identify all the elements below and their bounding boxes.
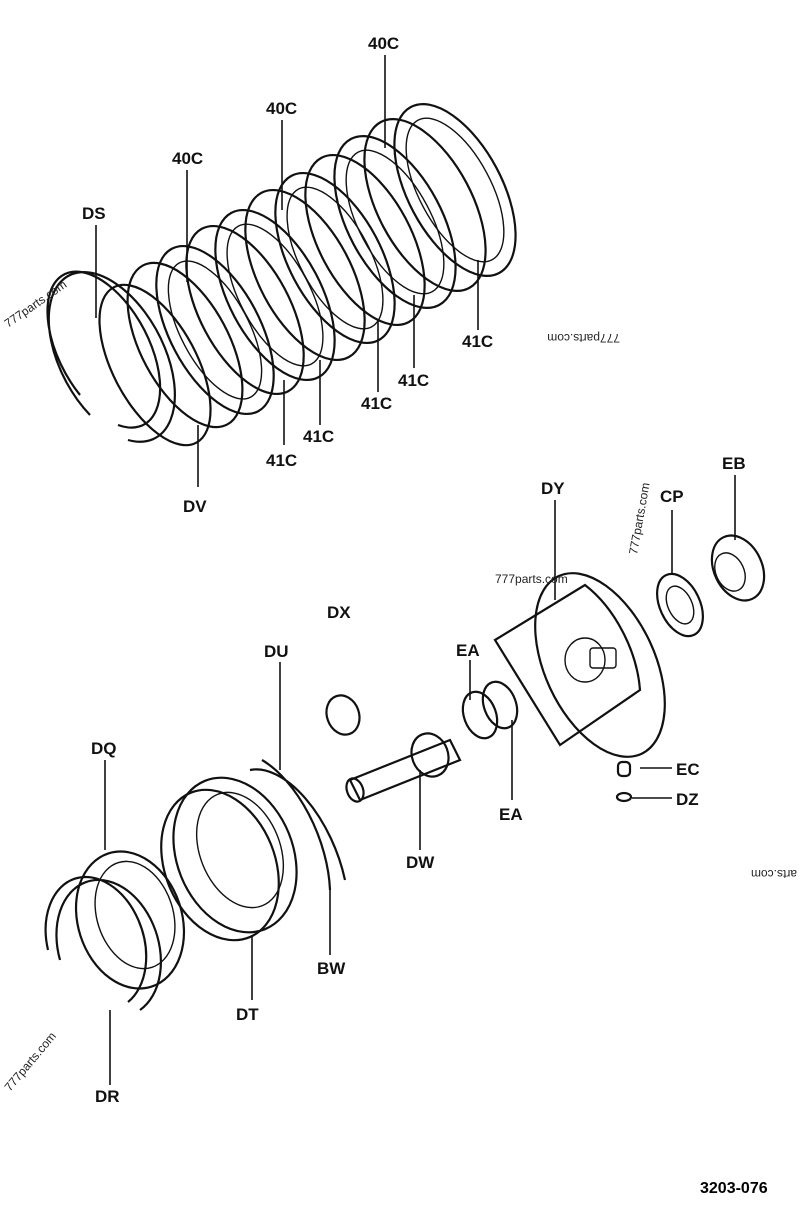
gear-dq[interactable] [59, 837, 201, 1002]
label-40c-2: 40C [266, 99, 297, 118]
watermark-6: 777parts.com [2, 1029, 59, 1094]
figure-code: 3203-076 [700, 1180, 768, 1197]
watermark-4: 777parts.com [495, 572, 568, 586]
label-ec: EC [676, 760, 700, 779]
clutch-hub-dt-inner [195, 791, 285, 909]
label-40c-3: 40C [368, 34, 399, 53]
label-bw: BW [317, 959, 346, 978]
snap-ring-ds[interactable] [46, 270, 176, 443]
clutch-disc[interactable] [309, 117, 480, 327]
drum-assembly [44, 527, 774, 1011]
shaft-dw-end [345, 777, 365, 803]
label-ea-2: EA [499, 805, 523, 824]
clutch-plate[interactable] [162, 208, 328, 413]
label-du: DU [264, 642, 289, 661]
thrust-washer-cp-inner [665, 585, 695, 625]
snap-ring-du[interactable] [249, 759, 347, 891]
clutch-drum-dy[interactable] [493, 583, 642, 747]
label-dy: DY [541, 479, 565, 498]
label-dv: DV [183, 497, 207, 516]
label-41c-3: 41C [361, 394, 392, 413]
clutch-disc[interactable] [191, 191, 360, 398]
clutch-drum-face [534, 572, 666, 758]
label-cp: CP [660, 487, 684, 506]
clip-dz[interactable] [615, 791, 633, 803]
bearing-eb[interactable] [702, 527, 774, 609]
seal-ring-ea[interactable] [477, 677, 523, 733]
label-41c-2: 41C [303, 427, 334, 446]
gear-dq-inner [94, 860, 176, 970]
clutch-disc-inner [345, 149, 445, 295]
label-dq: DQ [91, 739, 117, 758]
clutch-plate[interactable] [281, 136, 450, 343]
clutch-disc-inner [405, 117, 505, 263]
watermark-2: 777parts.com [547, 331, 620, 345]
o-ring-dx[interactable] [321, 691, 365, 740]
bearing-eb-inner [714, 552, 746, 592]
clutch-disc[interactable] [132, 228, 298, 433]
seal-ring-ea[interactable] [457, 687, 503, 743]
clutch-drum-spline [589, 647, 617, 669]
shaft-dw[interactable] [348, 738, 462, 802]
label-dt: DT [236, 1005, 259, 1024]
watermarks: 777parts.com 777parts.com 777parts.com 7… [2, 277, 797, 1094]
watermark-5: arts.com [751, 867, 797, 881]
watermark-3: 777parts.com [626, 481, 652, 555]
label-ea-1: EA [456, 641, 480, 660]
watermark-1: 777parts.com [2, 277, 70, 330]
label-41c-4: 41C [398, 371, 429, 390]
clutch-hub-dt-rim [160, 788, 280, 942]
thrust-washer-cp[interactable] [648, 567, 712, 644]
clutch-plate[interactable] [77, 268, 234, 463]
label-dr: DR [95, 1087, 120, 1106]
clutch-disc-inner [286, 186, 384, 330]
clip-ec[interactable] [616, 760, 632, 778]
leader-lines-bottom [104, 475, 736, 1085]
label-eb: EB [722, 454, 746, 473]
part-labels: DS 40C 40C 40C DV 41C 41C 41C 41C 41C DY… [82, 34, 746, 1106]
clutch-plate[interactable] [339, 100, 510, 310]
clutch-plate[interactable] [221, 171, 390, 378]
clutch-plate[interactable] [104, 245, 266, 445]
label-dw: DW [406, 853, 435, 872]
label-dz: DZ [676, 790, 699, 809]
clutch-disc-inner [226, 223, 324, 367]
clutch-drum-hub [564, 637, 606, 683]
label-41c-5: 41C [462, 332, 493, 351]
shaft-dw-spline [410, 732, 450, 778]
clutch-pack-assembly [46, 85, 540, 463]
leader-lines-top [95, 55, 479, 487]
label-40c-1: 40C [172, 149, 203, 168]
label-ds: DS [82, 204, 106, 223]
label-41c-1: 41C [266, 451, 297, 470]
snap-ring-dr[interactable] [44, 875, 162, 1011]
label-dx: DX [327, 603, 351, 622]
clutch-disc-inner [167, 260, 263, 400]
clutch-disc[interactable] [369, 85, 540, 295]
clutch-hub-dt[interactable] [151, 759, 318, 951]
